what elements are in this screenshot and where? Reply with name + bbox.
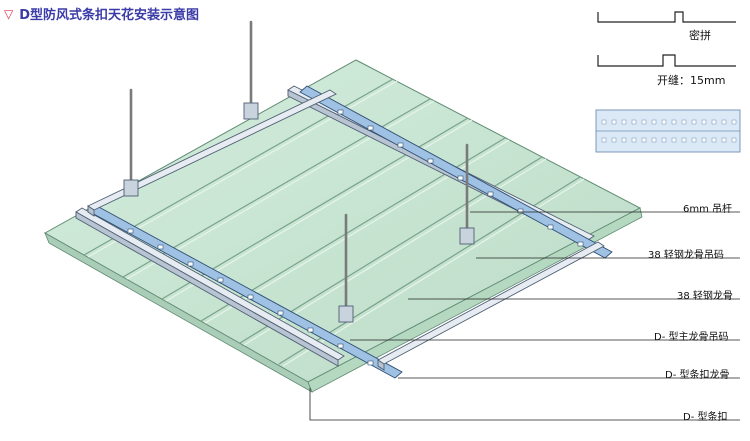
callout-strip: D- 型条扣 <box>683 412 728 423</box>
callout-light-hanger: 38 轻钢龙骨吊码 <box>648 250 724 261</box>
leader-lines <box>309 211 740 421</box>
light-steel-keels <box>89 85 613 379</box>
hanger-clips <box>123 102 475 323</box>
triangle-down-icon: ▽ <box>4 6 14 21</box>
title-text: D型防风式条扣天花安装示意图 <box>19 8 200 23</box>
callout-strip-keel: D- 型条扣龙骨 <box>665 370 730 381</box>
profile-legend <box>597 11 736 67</box>
main-keels <box>87 89 605 371</box>
ceiling-panel <box>43 59 643 393</box>
legend-open-joint: 开缝：15mm <box>657 74 726 87</box>
callout-light-keel: 38 轻钢龙骨 <box>677 291 733 302</box>
legend-tight-joint: 密拼 <box>689 29 711 42</box>
callout-rod: 6mm 吊杆 <box>683 204 733 215</box>
strip-section-swatch <box>595 109 741 153</box>
callout-main-hanger: D- 型主龙骨吊码 <box>654 332 729 343</box>
diagram-title: ▽ D型防风式条扣天花安装示意图 <box>4 4 200 24</box>
hanger-rods <box>129 20 469 320</box>
